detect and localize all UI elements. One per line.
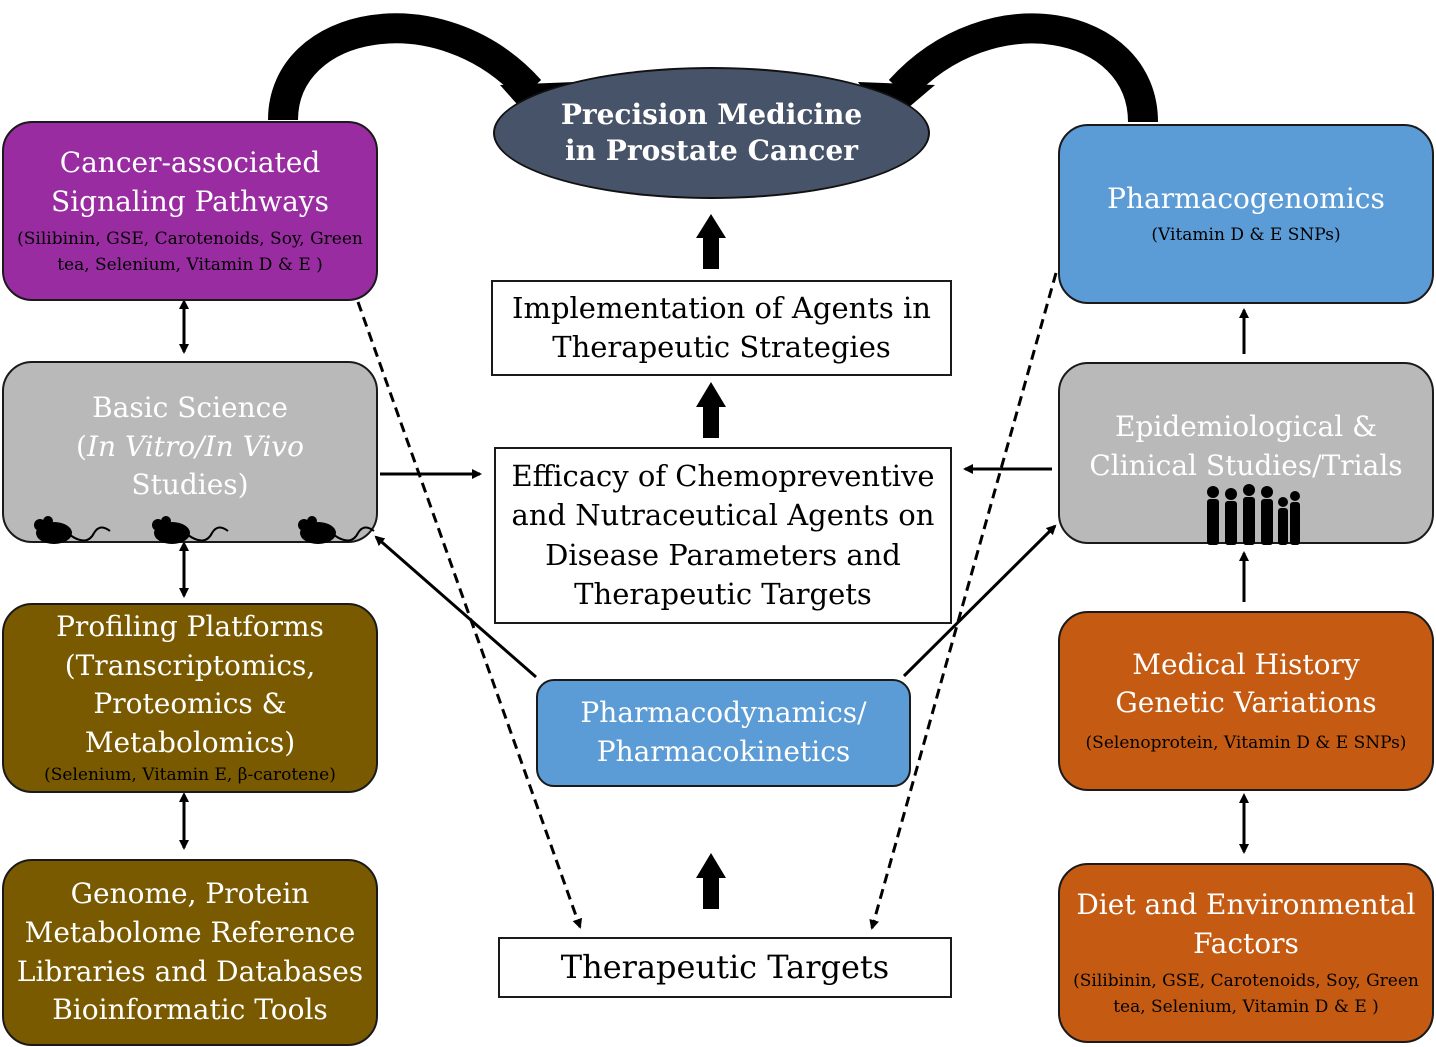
thick-up-arrow-top [696,214,726,269]
basic-italic: In Vitro/In Vivo [86,429,304,463]
diet-title-2: Factors [1193,926,1299,960]
medical-history-box: Medical History Genetic Variations (Sele… [1058,611,1434,791]
efficacy-box: Efficacy of Chemopreventive and Nutraceu… [494,447,952,624]
curved-arrow-left [268,13,542,121]
pharmacogenomics-sub: (Vitamin D & E SNPs) [1151,224,1341,245]
signaling-sub-1: (Silibinin, GSE, Carotenoids, Soy, Green [17,229,363,250]
precision-medicine-ellipse: Precision Medicine in Prostate Cancer [493,67,930,199]
epidemiological-box: Epidemiological & Clinical Studies/Trial… [1058,362,1434,545]
diet-title-1: Diet and Environmental [1076,887,1416,921]
basic-open-paren: ( [76,429,87,463]
pd-line1: Pharmacodynamics/ [580,696,867,730]
profiling-title-1: Profiling Platforms [56,610,324,643]
targets-label: Therapeutic Targets [560,947,890,986]
diet-environmental-box: Diet and Environmental Factors (Silibini… [1058,863,1434,1043]
implementation-line2: Therapeutic Strategies [552,330,891,364]
medical-title-1: Medical History [1132,647,1360,681]
curved-arrow-right [888,13,1158,123]
diet-sub-1: (Silibinin, GSE, Carotenoids, Soy, Green [1073,971,1419,992]
profiling-sub: (Selenium, Vitamin E, β-carotene) [44,764,336,785]
pharmacogenomics-title: Pharmacogenomics [1107,181,1385,215]
genome-title-1: Genome, Protein [70,877,310,911]
pharmacogenomics-box: Pharmacogenomics (Vitamin D & E SNPs) [1058,124,1434,304]
people-icon [1207,484,1300,545]
mouse-icon [34,516,111,544]
implementation-line1: Implementation of Agents in [512,290,931,325]
epi-title-2: Clinical Studies/Trials [1089,448,1403,482]
thick-up-arrow-middle [696,382,726,438]
basic-title-3: Studies) [131,468,249,502]
signaling-sub-2: tea, Selenium, Vitamin D & E ) [57,254,323,275]
basic-title-1: Basic Science [92,391,288,424]
pharmacodynamics-box: Pharmacodynamics/ Pharmacokinetics [536,679,911,787]
dashed-arrow-left [356,301,583,929]
genome-title-3: Libraries and Databases [16,954,364,988]
genome-title-4: Bioinformatic Tools [52,993,328,1027]
thick-up-arrow-bottom [696,853,726,909]
therapeutic-targets-box: Therapeutic Targets [498,937,952,998]
profiling-platforms-box: Profiling Platforms (Transcriptomics, Pr… [2,603,378,793]
efficacy-line3: Disease Parameters and [545,537,901,572]
profiling-title-2: (Transcriptomics, [64,648,316,682]
profiling-title-3: Proteomics & [93,687,287,721]
pd-line2: Pharmacokinetics [596,735,851,768]
mouse-icon [298,516,375,544]
goal-line1: Precision Medicine [560,97,863,131]
dashed-arrow-right [869,272,1058,930]
epi-title-1: Epidemiological & [1114,410,1378,443]
signaling-pathways-box: Cancer-associated Signaling Pathways (Si… [2,121,378,301]
basic-title-2: (In Vitro/In Vivo [76,428,304,467]
goal-line2: in Prostate Cancer [565,134,858,167]
arrow-pd-to-basic [374,535,537,679]
efficacy-line4: Therapeutic Targets [574,576,872,611]
signaling-title-2: Signaling Pathways [51,184,329,218]
basic-science-box: Basic Science (In Vitro/In Vivo Studies) [2,361,378,544]
mouse-icon [152,516,229,544]
efficacy-line1: Efficacy of Chemopreventive [511,458,935,493]
profiling-title-4: Metabolomics) [84,725,296,759]
medical-sub: (Selenoprotein, Vitamin D & E SNPs) [1085,732,1407,753]
genome-title-2: Metabolome Reference [24,915,356,949]
genome-databases-box: Genome, Protein Metabolome Reference Lib… [2,859,378,1046]
diet-sub-2: tea, Selenium, Vitamin D & E ) [1113,996,1379,1017]
medical-title-2: Genetic Variations [1115,686,1377,720]
signaling-title-1: Cancer-associated [59,145,321,179]
efficacy-line2: and Nutraceutical Agents on [511,498,935,533]
implementation-box: Implementation of Agents in Therapeutic … [491,280,952,376]
arrow-pd-to-epi [902,524,1057,678]
